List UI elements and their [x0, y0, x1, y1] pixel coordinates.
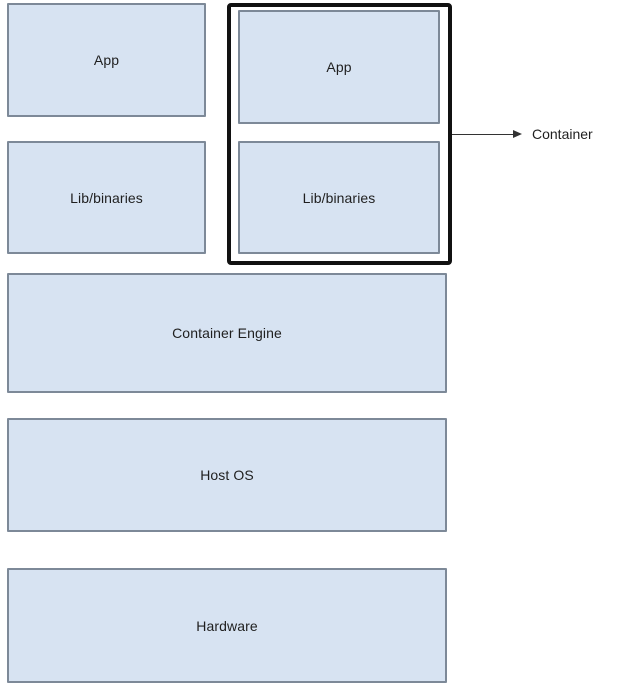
container-lib-binaries-label: Lib/binaries	[302, 189, 376, 206]
container-engine-box: Container Engine	[7, 273, 447, 393]
container-callout-arrowhead-icon	[513, 130, 522, 138]
host-os-box: Host OS	[7, 418, 447, 532]
container-app-label: App	[326, 59, 352, 75]
container-lib-binaries-box: Lib/binaries	[238, 141, 440, 254]
host-lib-binaries-box: Lib/binaries	[7, 141, 206, 254]
host-lib-binaries-label: Lib/binaries	[70, 189, 143, 206]
container-callout-arrow-line	[452, 134, 514, 135]
host-os-label: Host OS	[200, 467, 254, 483]
hardware-box: Hardware	[7, 568, 447, 683]
container-engine-label: Container Engine	[172, 325, 282, 341]
container-app-box: App	[238, 10, 440, 124]
host-app-label: App	[93, 52, 120, 68]
container-callout-label: Container	[532, 126, 593, 142]
host-app-box: App	[7, 3, 206, 117]
hardware-label: Hardware	[196, 617, 258, 634]
